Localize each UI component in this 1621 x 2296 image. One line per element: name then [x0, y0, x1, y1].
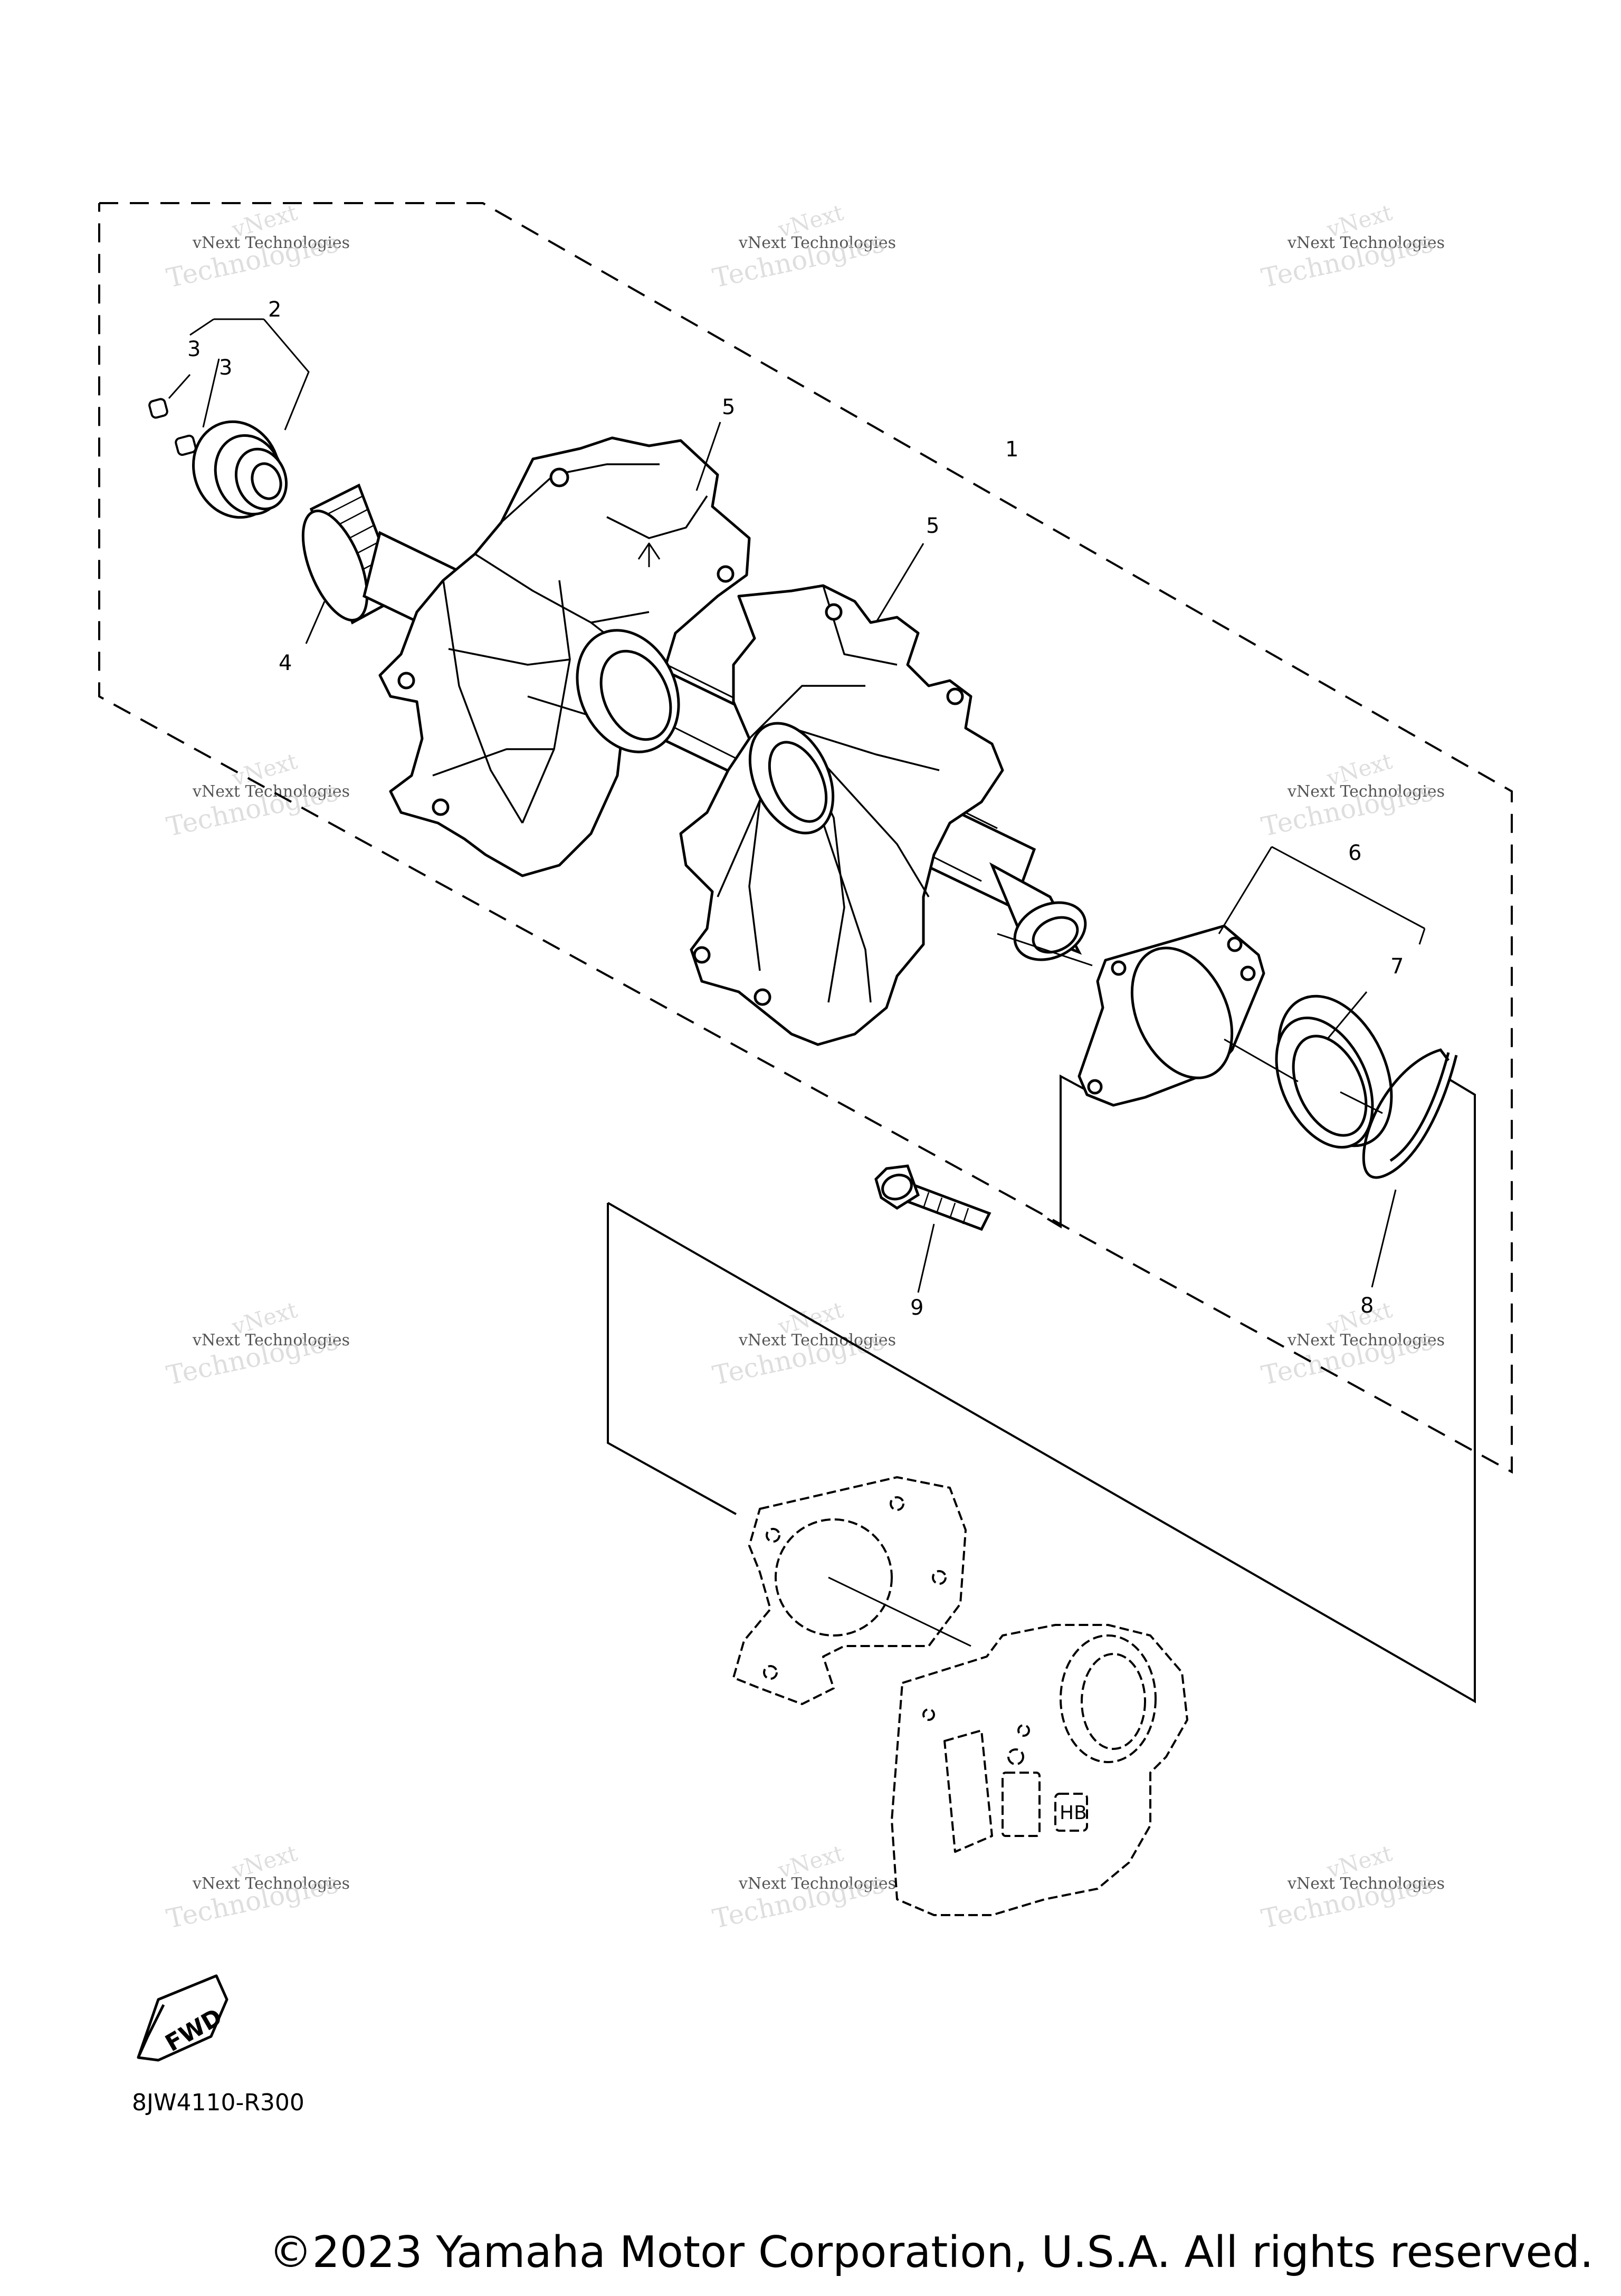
assembly-boundary — [98, 202, 1513, 1474]
svg-text:vNext Technologies: vNext Technologies — [192, 1331, 350, 1350]
callout-5: 5 — [722, 395, 735, 419]
watermark: vNext Technologies vNext Technologies — [1258, 1840, 1445, 1935]
callout-6: 6 — [1348, 841, 1361, 865]
flange-bolt — [874, 1164, 991, 1231]
watermark: vNext Technologies vNext Technologies — [164, 199, 350, 294]
callout-3: 3 — [219, 356, 232, 380]
drive-sprocket — [679, 584, 1004, 1046]
drive-sprocket — [378, 436, 751, 877]
oil-seal — [1275, 994, 1393, 1149]
svg-text:vNext Technologies: vNext Technologies — [1287, 1331, 1445, 1350]
watermark: vNext Technologies vNext Technologies — [710, 1840, 896, 1935]
copyright-notice: ©2023 Yamaha Motor Corporation, U.S.A. A… — [269, 2227, 1594, 2278]
svg-text:vNext Technologies: vNext Technologies — [1287, 1874, 1445, 1893]
bearing-cap — [192, 420, 288, 519]
watermark: vNext Technologies vNext Technologies — [164, 1297, 350, 1391]
reference-frame — [1447, 1078, 1476, 1701]
watermark: vNext Technologies vNext Technologies — [164, 748, 350, 843]
callout-2: 2 — [268, 298, 281, 322]
callout-5: 5 — [926, 514, 939, 538]
callout-7: 7 — [1390, 954, 1404, 979]
fwd-arrow-icon: FWD — [137, 1974, 228, 2062]
brake-plate — [732, 1476, 967, 1705]
svg-text:vNext Technologies: vNext Technologies — [738, 234, 896, 252]
diagram-code: 8JW4110-R300 — [132, 2089, 304, 2116]
svg-text:vNext Technologies: vNext Technologies — [1287, 782, 1445, 801]
watermark: vNext Technologies vNext Technologies — [710, 1297, 896, 1391]
watermark: vNext Technologies vNext Technologies — [1258, 199, 1445, 294]
reference-frame — [607, 1202, 1476, 1704]
reference-frame — [607, 1203, 737, 1515]
callout-3: 3 — [187, 337, 201, 361]
watermark: vNext Technologies vNext Technologies — [164, 1840, 350, 1935]
watermark: vNext Technologies vNext Technologies — [1258, 1297, 1445, 1391]
dowel-pin — [148, 398, 197, 456]
svg-text:vNext Technologies: vNext Technologies — [192, 782, 350, 801]
svg-text:vNext Technologies: vNext Technologies — [192, 1874, 350, 1893]
svg-text:vNext Technologies: vNext Technologies — [192, 234, 350, 252]
reference-frame — [1046, 1074, 1095, 1229]
circlip — [1362, 1048, 1458, 1179]
svg-text:vNext Technologies: vNext Technologies — [738, 1331, 896, 1350]
svg-text:HB: HB — [1060, 1802, 1087, 1824]
watermark: vNext Technologies vNext Technologies — [710, 199, 896, 294]
svg-text:vNext Technologies: vNext Technologies — [738, 1874, 896, 1893]
svg-text:vNext Technologies: vNext Technologies — [1287, 234, 1445, 252]
housing-plate — [1078, 924, 1265, 1107]
callout-labels: 1 2 3 3 4 5 5 6 7 8 9 — [187, 298, 1404, 1320]
watermark: vNext Technologies vNext Technologies — [1258, 748, 1445, 843]
callout-4: 4 — [279, 651, 292, 675]
leader-lines — [168, 318, 1426, 1647]
chaincase: HB — [891, 1624, 1188, 1916]
callout-1: 1 — [1005, 437, 1018, 462]
callout-8: 8 — [1360, 1294, 1374, 1318]
callout-9: 9 — [910, 1296, 923, 1320]
